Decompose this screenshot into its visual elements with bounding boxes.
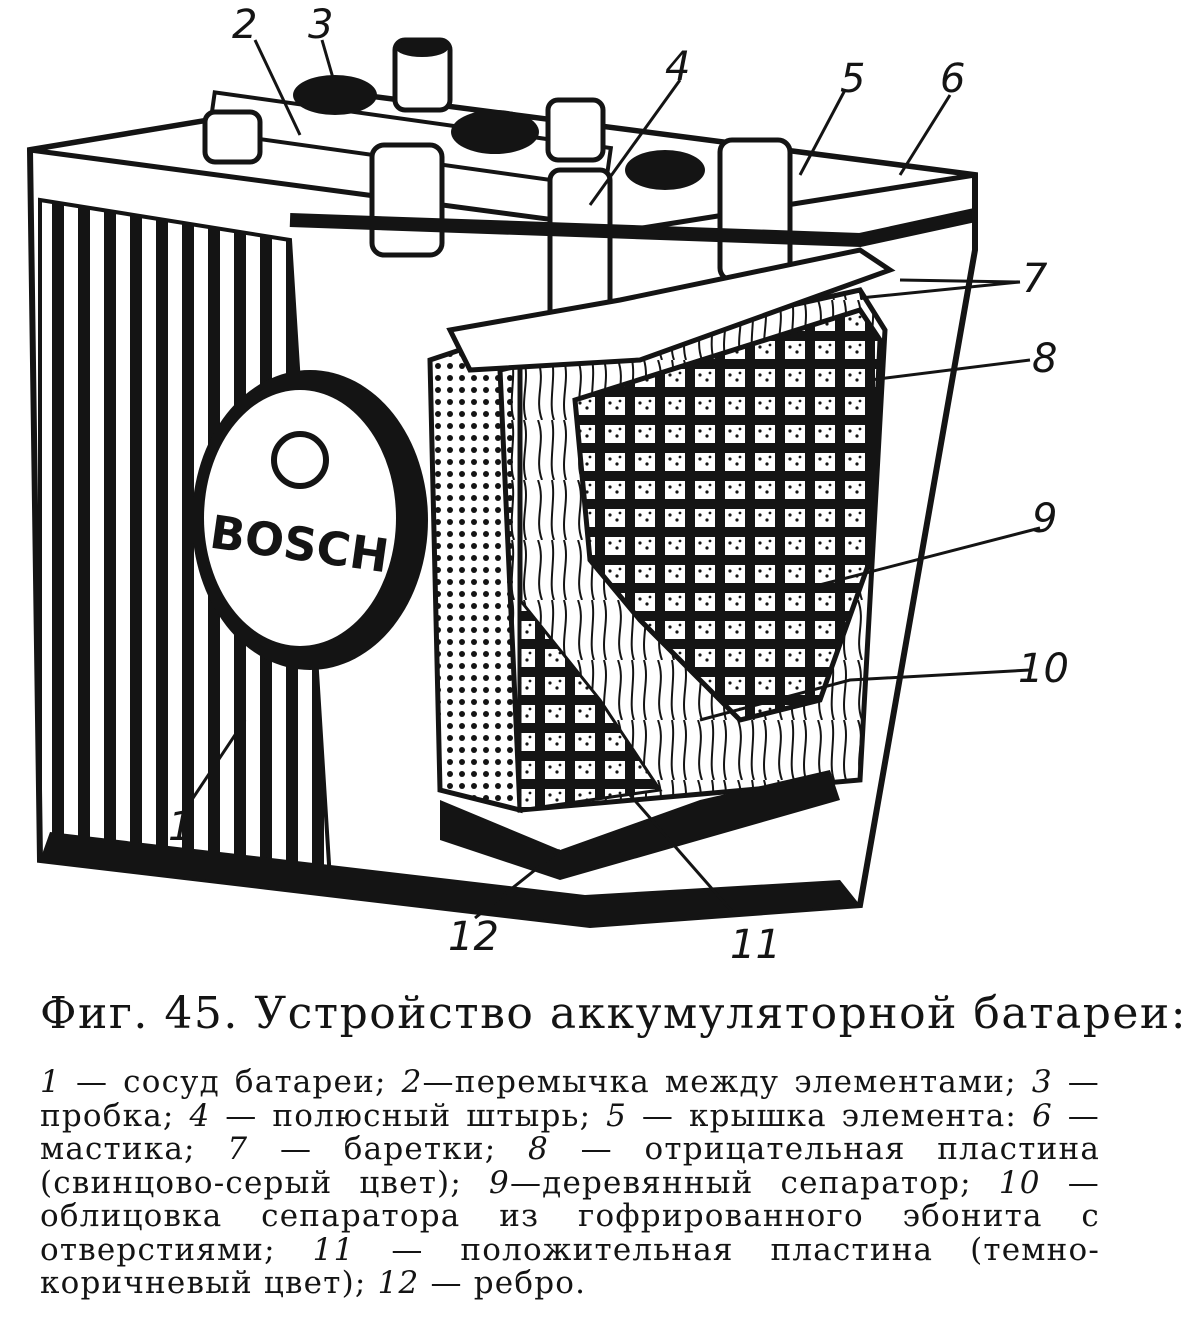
legend-entry: 5 — крышка элемента: (606, 1097, 1032, 1134)
legend-entry: 4 — полюсный штырь; (189, 1097, 607, 1134)
callout-11: 11 (730, 922, 781, 968)
callout-1: 1 (168, 804, 193, 850)
leader-lines (183, 39, 1041, 920)
callout-8: 8 (1032, 336, 1057, 382)
legend-entry: 8 — отрицательная пластина (свинцово-сер… (40, 1131, 1101, 1201)
callout-6: 6 (940, 56, 965, 102)
callout-7: 7 (1022, 256, 1048, 302)
legend-entry: 1 — сосуд батареи; (40, 1064, 402, 1100)
legend-entry: 6 — мастика; (40, 1097, 1100, 1167)
legend-entry: 11 — положительная пластина (темно-корич… (40, 1231, 1100, 1301)
bottom-rib (440, 770, 840, 880)
negative-plate (572, 307, 883, 723)
battery-cutaway-illustration: BOSCH 2 3 4 5 6 7 8 9 10 11 12 1 (26, 2, 1069, 968)
callout-2: 2 (232, 2, 257, 48)
bosch-emblem: BOSCH (192, 370, 428, 670)
legend-entry: 10 — облицовка сепаратора из гофрированн… (40, 1164, 1100, 1268)
callout-labels: 2 3 4 5 6 7 8 9 10 11 12 1 (168, 2, 1069, 968)
callout-9: 9 (1032, 496, 1057, 542)
plate-block (427, 247, 896, 880)
positive-plate (518, 595, 663, 812)
callout-3: 3 (308, 2, 333, 48)
legend-entry: 7 — баретки; (227, 1131, 529, 1167)
callout-5: 5 (840, 56, 865, 102)
filler-cap (293, 75, 705, 190)
figure-legend: 1 — сосуд батареи; 2—перемычка между эле… (40, 1064, 1101, 1301)
figure-caption-title: Фиг. 45. Устройство аккумуляторной батар… (40, 988, 1187, 1039)
callout-4: 4 (665, 44, 690, 90)
battery-cover (202, 37, 977, 343)
terminal-post (392, 37, 453, 113)
callout-10: 10 (1018, 646, 1069, 692)
legend-entry: 12 — ребро. (377, 1265, 587, 1301)
callout-12: 12 (448, 914, 499, 960)
legend-entry: 9—деревянный сепаратор; (489, 1164, 999, 1201)
legend-entry: 2—перемычка между элементами; (401, 1064, 1032, 1100)
legend-entry: 3 — пробка; (40, 1064, 1100, 1134)
